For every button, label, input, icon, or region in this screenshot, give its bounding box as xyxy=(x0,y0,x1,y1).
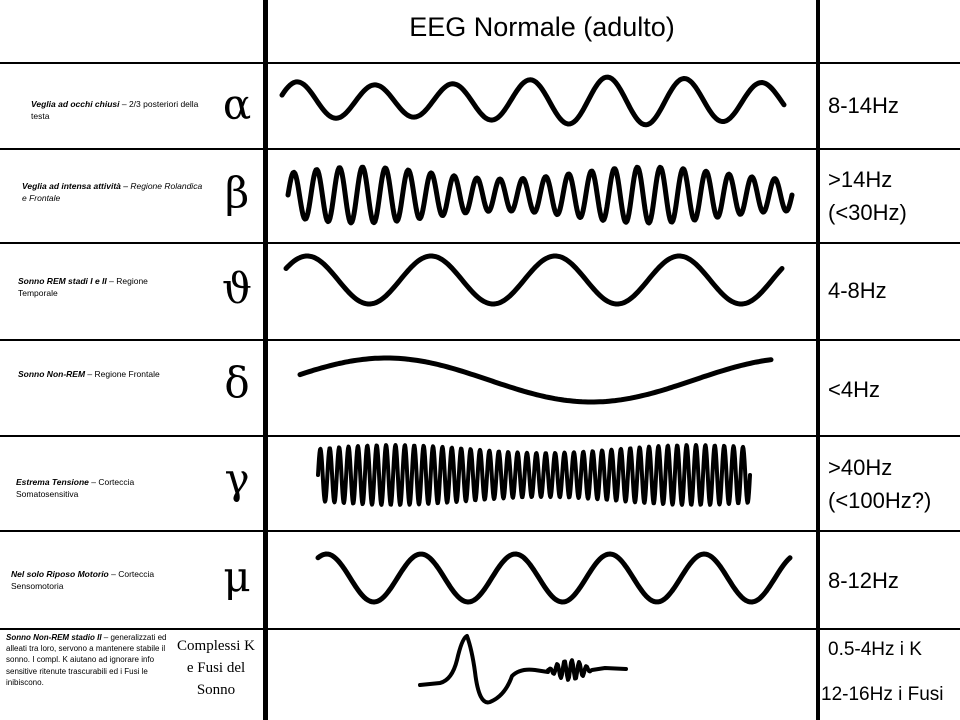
gamma-wave xyxy=(316,443,752,507)
row-divider xyxy=(0,148,960,150)
symbol-gamma: γ xyxy=(224,454,250,503)
row-description-gamma: Estrema Tensione – Corteccia Somatosensi… xyxy=(16,476,196,501)
row-description-delta: Sonno Non-REM – Regione Frontale xyxy=(18,368,208,380)
row-description-region: – Regione Temporale xyxy=(18,276,148,299)
symbol-mu: μ xyxy=(223,552,251,601)
row-description-k-complex: Sonno Non-REM stadio II – generalizzati … xyxy=(6,632,176,688)
symbol-theta: ϑ xyxy=(221,264,253,313)
freq-line: 4-8Hz xyxy=(828,278,887,303)
column-divider-right xyxy=(816,0,820,720)
row-description-state: Sonno Non-REM stadio II xyxy=(6,633,102,642)
freq-theta: 4-8Hz xyxy=(828,274,887,307)
freq-line: 8-14Hz xyxy=(828,93,899,118)
row-divider xyxy=(0,339,960,341)
row-description-mu: Nel solo Riposo Motorio – Corteccia Sens… xyxy=(11,568,191,593)
row-description-region: – Corteccia Sensomotoria xyxy=(11,569,155,592)
row-description-state: Veglia ad intensa attività xyxy=(22,181,121,191)
row-divider xyxy=(0,435,960,437)
freq-line: (<30Hz) xyxy=(828,200,907,225)
row-description-region: – Regione Frontale xyxy=(85,369,160,379)
delta-wave xyxy=(297,355,774,405)
row-description-state: Estrema Tensione xyxy=(16,477,89,487)
freq-line: 8-12Hz xyxy=(828,568,899,593)
freq-alpha: 8-14Hz xyxy=(828,89,899,122)
page-title: EEG Normale (adulto) xyxy=(409,12,675,42)
row-divider xyxy=(0,530,960,532)
label-line: e Fusi del xyxy=(186,659,246,676)
row-description-region: – Corteccia Somatosensitiva xyxy=(16,477,135,500)
symbol-alpha: α xyxy=(222,80,252,129)
row-description-beta: Veglia ad intensa attività – Regione Rol… xyxy=(22,180,208,205)
freq-line: (<100Hz?) xyxy=(828,488,932,513)
freq-line: >40Hz xyxy=(828,455,893,480)
row-description-region: – generalizzati ed alleati tra loro, ser… xyxy=(6,633,167,687)
freq-k-complex: 0.5-4Hz i K xyxy=(828,639,922,660)
row-description-state: Nel solo Riposo Motorio xyxy=(11,569,109,579)
row-divider xyxy=(0,628,960,630)
row-description-state: Sonno Non-REM xyxy=(18,369,86,379)
alpha-wave xyxy=(279,74,787,128)
row-description-state: Sonno REM stadi I e II xyxy=(18,276,107,286)
freq-line: >14Hz xyxy=(828,167,893,192)
row-description-theta: Sonno REM stadi I e II – Regione Tempora… xyxy=(18,275,186,300)
freq-gamma: >40Hz (<100Hz?) xyxy=(828,451,931,517)
freq-delta: <4Hz xyxy=(828,373,880,406)
freq-line: <4Hz xyxy=(828,377,880,402)
row-description-region: – Regione Rolandica e Frontale xyxy=(22,181,203,204)
k-complex-spindle-wave xyxy=(418,634,628,705)
row-description-region: – 2/3 posteriori della testa xyxy=(31,99,199,122)
symbol-delta: δ xyxy=(224,358,250,407)
row-description-alpha: Veglia ad occhi chiusi – 2/3 posteriori … xyxy=(31,98,209,123)
row-description-state: Veglia ad occhi chiusi xyxy=(31,99,120,109)
row-divider xyxy=(0,242,960,244)
row-divider xyxy=(0,62,960,64)
freq-beta: >14Hz (<30Hz) xyxy=(828,163,907,229)
theta-wave xyxy=(283,253,785,307)
label-line: Sonno xyxy=(196,681,236,698)
k-complex-label: Complessi K e Fusi del Sonno xyxy=(166,636,266,701)
freq-mu: 8-12Hz xyxy=(828,564,899,597)
beta-wave xyxy=(285,164,795,226)
column-divider-left xyxy=(263,0,268,720)
freq-spindles: 12-16Hz i Fusi xyxy=(821,684,944,705)
symbol-beta: β xyxy=(224,168,250,217)
label-line: Complessi K xyxy=(177,638,255,654)
mu-wave xyxy=(315,551,793,605)
